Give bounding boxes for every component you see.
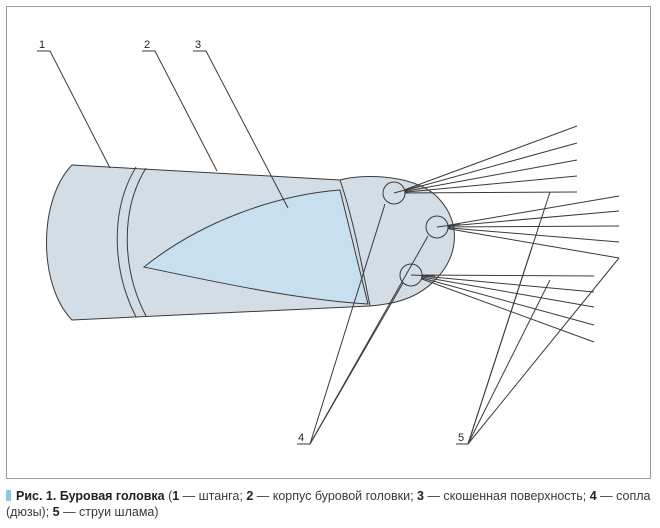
- head-cap-edge: [339, 179, 371, 307]
- caption-num-4: 4: [589, 489, 597, 503]
- drill-head-diagram: 1 2 3 4 5: [37, 39, 620, 445]
- rod-ring-inner: [126, 167, 147, 317]
- slurry-jets-upper: [395, 125, 578, 194]
- caption-text-1: — штанга;: [179, 489, 247, 503]
- label-5: 5: [458, 432, 464, 444]
- caption-num-3: 3: [417, 489, 424, 503]
- leader-lines: [37, 50, 620, 445]
- caption-marker: [6, 490, 11, 501]
- caption-text-3: — скошенная поверхность;: [423, 489, 590, 503]
- inclined-surface: [142, 189, 369, 305]
- caption-num-2: 2: [246, 489, 254, 503]
- caption-title: Рис. 1. Буровая головка: [16, 489, 165, 503]
- caption-text: (: [164, 489, 173, 503]
- slurry-jets-lower: [410, 274, 595, 343]
- caption-num-5: 5: [52, 505, 60, 519]
- label-1: 1: [39, 39, 45, 51]
- label-3: 3: [195, 39, 201, 51]
- caption-num-1: 1: [172, 489, 180, 503]
- slurry-jets-middle: [437, 195, 620, 259]
- jet-origins: [393, 185, 461, 277]
- rod-ring-outer: [116, 166, 137, 318]
- caption-text-4: — сопла (дюзы);: [6, 489, 651, 519]
- caption-text-5: — струи шлама): [59, 505, 159, 519]
- label-4: 4: [298, 432, 304, 444]
- label-2: 2: [144, 39, 150, 51]
- caption-text-2: — корпус буровой головки;: [253, 489, 418, 503]
- figure-caption: Рис. 1. Буровая головка (1 — штанга; 2 —…: [6, 488, 656, 520]
